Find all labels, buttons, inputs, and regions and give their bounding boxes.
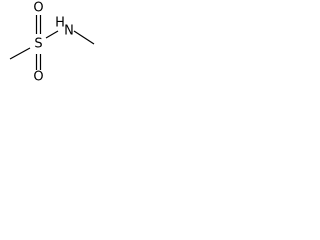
methanesulfonamide-structure: O S H N O (9, 1, 95, 85)
bonds (9, 15, 95, 70)
atom-oxygen-top: O (33, 1, 43, 16)
atom-labels: O S H N O (33, 1, 73, 85)
bond-methyl-to-sulfur (9, 47, 31, 60)
bond-nitrogen-to-methyl (73, 30, 95, 45)
bond-sulfur-to-nitrogen (45, 30, 59, 39)
atom-nitrogen: N (64, 24, 74, 39)
chemical-structure-canvas: O S H N O (0, 0, 110, 85)
atom-sulfur: S (34, 37, 42, 52)
atom-hydrogen: H (55, 16, 65, 31)
atom-oxygen-bottom: O (33, 70, 43, 85)
